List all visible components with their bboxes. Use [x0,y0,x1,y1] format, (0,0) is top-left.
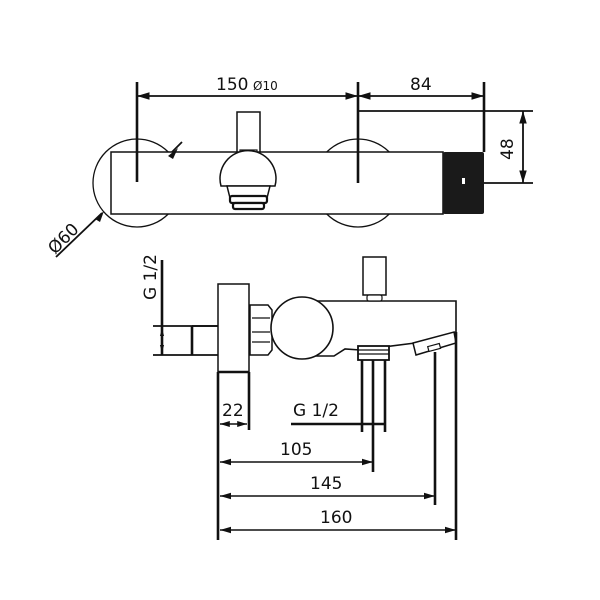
end-cap-mark [462,178,465,184]
mixer-body [110,151,444,215]
dim-48-label: 48 [498,138,518,160]
dim-pipe-diameter-label: Ø10 [253,79,278,93]
dim-60-label: Ø60 [44,220,83,259]
dim-105-label: 105 [280,440,312,460]
lever [236,111,261,153]
side-handle [270,296,334,360]
dim-160-label: 160 [320,508,352,528]
inlet-thread-label: G 1/2 [141,254,161,300]
outlet-thread-label: G 1/2 [293,401,339,421]
dim-150-label: 150 [216,75,248,95]
top-view: 150 Ø10 84 48 Ø60 [44,75,533,259]
dim-22-label: 22 [222,401,244,421]
dim-145-label: 145 [310,474,342,494]
side-view: G 1/2 22 G 1/2 [141,254,458,540]
wall-flange [217,283,250,373]
dim-leader-60 [55,212,103,258]
diverter-ball [219,149,277,187]
dim-84-label: 84 [410,75,432,95]
